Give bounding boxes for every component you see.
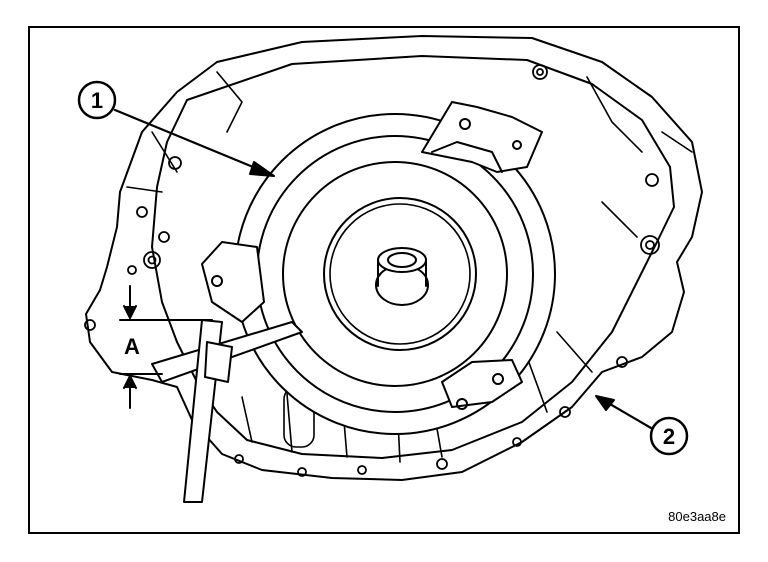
converter-hub xyxy=(375,247,429,306)
callout-1: 1 xyxy=(77,80,275,177)
torque-converter-ring-3 xyxy=(323,197,477,351)
case-flange-inner xyxy=(151,55,675,459)
diagram-frame: 1 2 A 80e3aa8e xyxy=(28,26,740,534)
figure-code: 80e3aa8e xyxy=(668,509,726,524)
straightedge-tool xyxy=(151,319,303,503)
callout-2-label: 2 xyxy=(663,424,675,449)
torque-converter-ring-4 xyxy=(329,203,471,345)
converter-lug-left xyxy=(201,241,265,323)
dimension-label-a: A xyxy=(124,334,140,359)
transmission-illustration: 1 2 A xyxy=(77,35,703,503)
converter-lug-top xyxy=(421,101,543,173)
converter-lug-bottom xyxy=(441,359,523,410)
torque-converter-ring-2 xyxy=(282,161,508,387)
dimension-a-markers xyxy=(119,285,213,409)
callout-2: 2 xyxy=(595,395,689,456)
callout-1-label: 1 xyxy=(91,88,103,113)
